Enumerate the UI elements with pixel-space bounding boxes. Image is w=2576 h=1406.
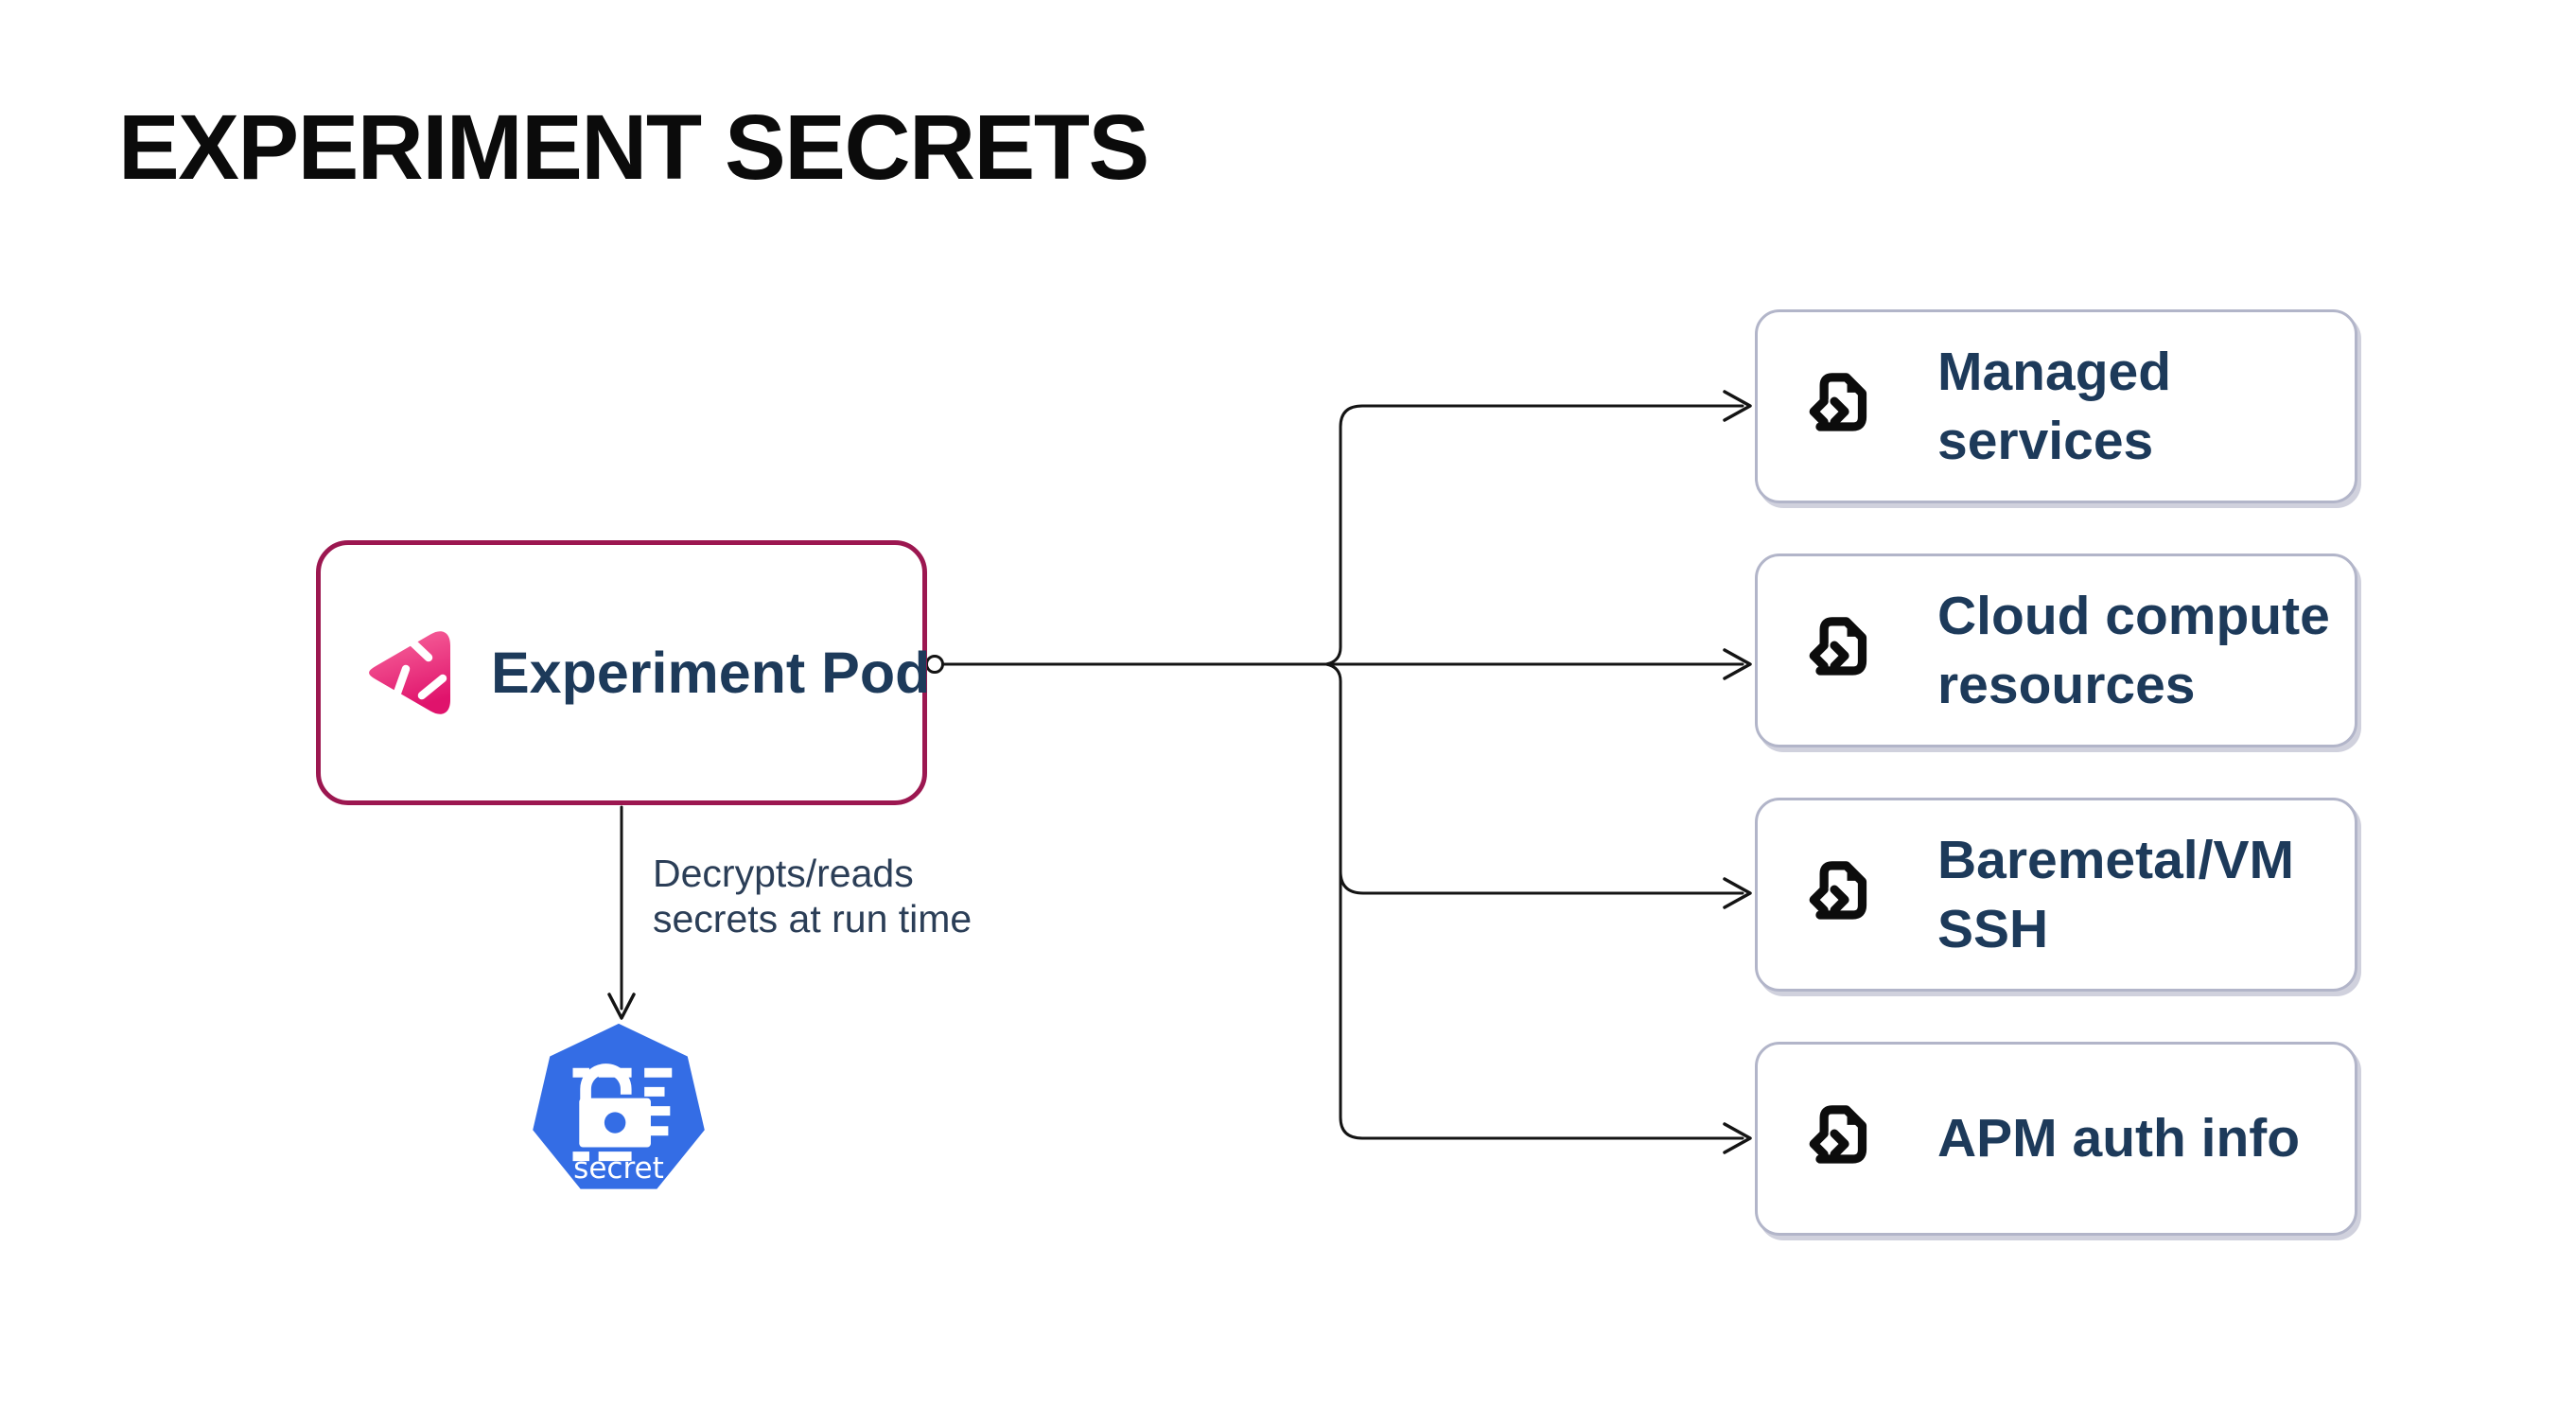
file-code-icon xyxy=(1809,1104,1867,1164)
edge-label: Decrypts/reads secrets at run time xyxy=(653,852,973,940)
secret-node-label: secret xyxy=(573,1151,664,1186)
file-code-icon xyxy=(1809,860,1867,920)
file-code-icon xyxy=(1809,616,1867,676)
target-box-label: APM auth info xyxy=(1937,1108,2301,1169)
target-box-baremetal-ssh: Baremetal/VM SSH xyxy=(1755,798,2357,992)
file-code-icon xyxy=(1809,372,1867,431)
edge-to-managed-services xyxy=(1324,404,1744,666)
target-box-label: Baremetal/VM SSH xyxy=(1937,829,2294,959)
target-box-managed-services: Managed services xyxy=(1755,309,2357,503)
target-box-label: Managed services xyxy=(1937,341,2172,471)
page-title: EXPERIMENT SECRETS xyxy=(118,96,1149,199)
litmuschaos-logo-icon xyxy=(369,631,450,714)
target-box-cloud-compute: Cloud compute resources xyxy=(1755,554,2357,747)
edge-to-apm-auth xyxy=(1324,662,1744,1140)
secret-lock-icon xyxy=(572,1063,673,1162)
arrowhead-icon xyxy=(1723,648,1752,680)
edge-to-baremetal-ssh xyxy=(1339,870,1744,895)
experiment-pod-node: Experiment Pod xyxy=(316,540,931,805)
arrowhead-icon xyxy=(1723,877,1752,909)
arrowhead-icon xyxy=(607,993,636,1020)
target-box-label: Cloud compute resources xyxy=(1937,585,2330,715)
target-box-apm-auth: APM auth info xyxy=(1755,1042,2357,1236)
experiment-pod-label: Experiment Pod xyxy=(491,641,931,705)
arrowhead-icon xyxy=(1723,1122,1752,1154)
arrowhead-icon xyxy=(1723,390,1752,422)
kubernetes-secret-node: secret xyxy=(533,1023,705,1189)
